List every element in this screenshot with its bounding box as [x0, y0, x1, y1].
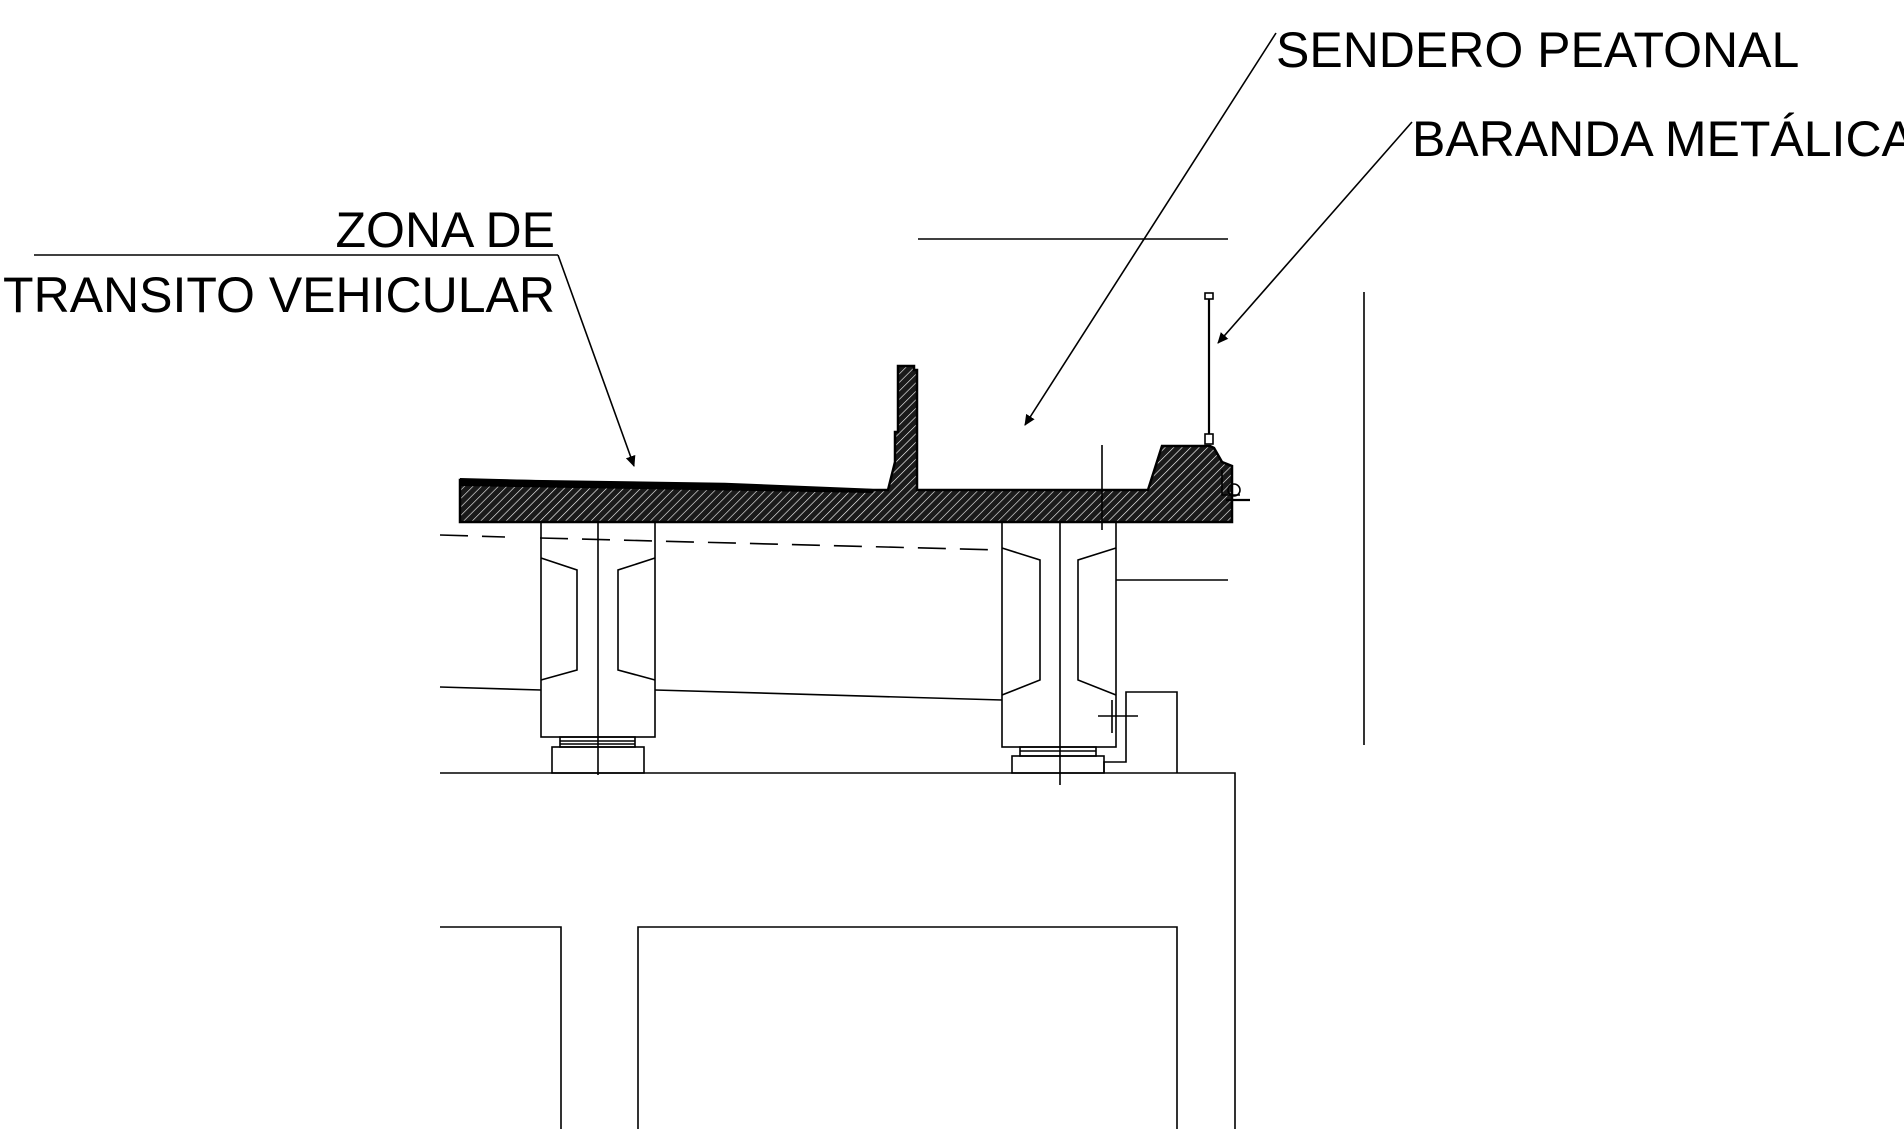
railing-post	[1204, 292, 1214, 445]
pier-cap	[440, 772, 1236, 1129]
diaphragm-left	[439, 686, 542, 691]
label-zona-line1: ZONA DE	[336, 202, 555, 258]
deck-slab	[458, 364, 1234, 524]
diaphragm-mid	[654, 689, 1003, 701]
seismic-stopper	[1098, 691, 1178, 773]
label-sendero-peatonal: SENDERO PEATONAL	[1024, 22, 1799, 426]
dashed-line	[439, 534, 1001, 551]
label-zona-transito: ZONA DE TRANSITO VEHICULAR	[3, 202, 636, 467]
label-baranda-metalica: BARANDA METÁLICA	[1217, 111, 1904, 344]
label-sendero: SENDERO PEATONAL	[1276, 22, 1799, 78]
label-zona-line2: TRANSITO VEHICULAR	[3, 267, 555, 323]
girder-left	[540, 521, 656, 775]
railing-anchor	[1221, 470, 1250, 502]
girder-right	[1001, 521, 1228, 785]
label-baranda: BARANDA METÁLICA	[1412, 111, 1904, 167]
